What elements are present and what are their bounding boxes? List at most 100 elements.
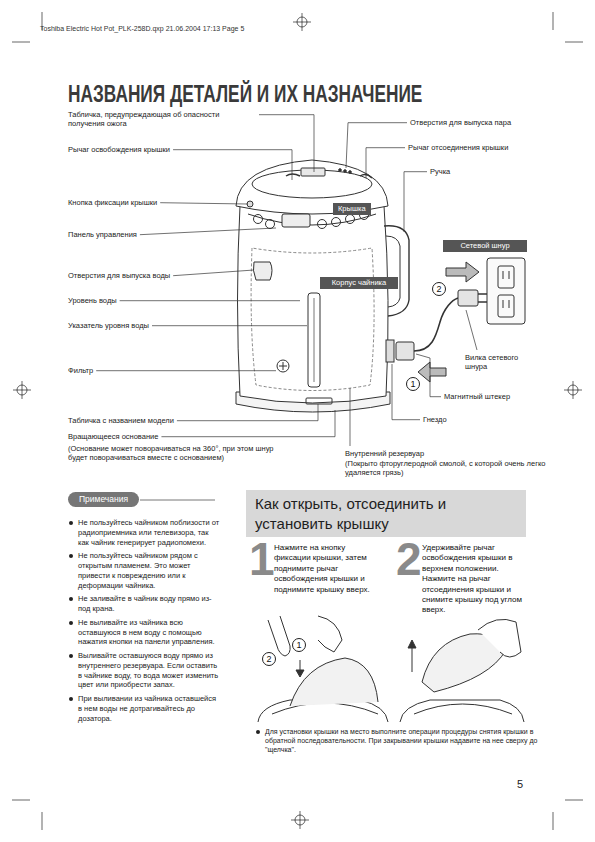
notes-column: Не пользуйтесь чайником поблизости от ра…: [68, 518, 220, 727]
part-tag: Корпус чайника: [320, 277, 398, 289]
leader-line: [160, 203, 248, 204]
step-number: 2: [396, 536, 422, 582]
part-label-item: Вращающееся основание: [68, 432, 158, 441]
callout-number: 2: [432, 282, 446, 296]
leader-line: [161, 410, 335, 437]
part-label: Кнопка фиксации крышки: [68, 198, 157, 207]
rule-line: [140, 500, 215, 501]
section-pill-text: Примечания: [79, 494, 128, 505]
leader-line: [96, 370, 276, 371]
part-label: Рычаг отсоединения крышки: [408, 143, 508, 152]
part-label-item: Вилка сетевого шнура: [465, 353, 527, 372]
leader-line: [120, 300, 300, 301]
bullet-dot: [69, 697, 73, 701]
part-label: Уровень воды: [68, 296, 117, 305]
step-text-item: Нажмите на кнопку фиксации крышки, затем…: [274, 543, 378, 595]
part-label: Гнездо: [423, 415, 447, 424]
page-number-item: 5: [517, 778, 523, 792]
part-label-item: Отверстия для выпуска пара: [410, 118, 511, 127]
part-label-item: Панель управления: [68, 230, 137, 239]
leader-line: [346, 123, 407, 168]
bullet-dot: [69, 621, 73, 625]
part-tag-text: Сетевой шнур: [448, 241, 522, 251]
part-label-item: Табличка, предупреждающая об опасности п…: [68, 110, 256, 129]
part-label-item: Указатель уровня воды: [68, 321, 149, 330]
bullet-dot: [69, 597, 73, 601]
part-note-item: (Покрыто фторуглеродной смолой, с которо…: [345, 459, 550, 478]
part-label: Вилка сетевого шнура: [465, 353, 527, 372]
leader-line: [173, 150, 292, 180]
part-label: Указатель уровня воды: [68, 321, 149, 330]
part-label: Ручка: [430, 167, 450, 176]
file-slug-item: Toshiba Electric Hot Pot_PLK-258D.qxp 21…: [40, 25, 244, 34]
callout-number: 1: [292, 638, 306, 652]
part-note: (Основание может поворачиваться на 360°,…: [68, 444, 283, 463]
part-label: Магнитный штекер: [444, 392, 510, 401]
step-text-item: Удерживайте рычаг освобождения крышки в …: [422, 543, 530, 616]
bullet-dot: [256, 730, 260, 734]
registration-marks: [12, 12, 583, 830]
callout-number: 1: [406, 377, 420, 391]
leader-line: [152, 325, 307, 326]
part-tag: Сетевой шнур: [443, 240, 527, 252]
leader-line: [173, 270, 254, 276]
part-label-item: Магнитный штекер: [444, 392, 510, 401]
file-slug: Toshiba Electric Hot Pot_PLK-258D.qxp 21…: [40, 25, 244, 34]
part-note-item: (Основание может поворачиваться на 360°,…: [68, 444, 283, 463]
part-label-item: Фильтр: [68, 366, 93, 375]
part-label: Отверстия для выпуска воды: [68, 271, 170, 280]
callout-number: 2: [262, 652, 276, 666]
leader-line: [177, 404, 318, 421]
part-label-item: Рычаг отсоединения крышки: [408, 143, 508, 152]
part-label-item: Рычаг освобождения крышки: [68, 145, 170, 154]
bullet-dot: [69, 521, 73, 525]
caution-note-item: Не пользуйтесь чайником рядом с открытым…: [68, 551, 220, 590]
lid-opening-figure: [258, 616, 388, 722]
part-label-item: Кнопка фиксации крышки: [68, 198, 157, 207]
leader-line: [350, 388, 351, 446]
assembly-note-item: Для установки крышки на место выполните …: [255, 727, 540, 754]
step-number-item: 2: [396, 536, 422, 582]
part-label: Панель управления: [68, 230, 137, 239]
page-number: 5: [517, 778, 523, 792]
callout-number-text: 1: [296, 641, 301, 650]
part-label-item: Гнездо: [423, 415, 447, 424]
bullet-dot: [69, 554, 73, 558]
part-label: Фильтр: [68, 366, 93, 375]
part-label-item: Уровень воды: [68, 296, 117, 305]
hot-pot-drawing: [236, 160, 525, 412]
caution-note-item: Не пользуйтесь чайником поблизости от ра…: [68, 518, 220, 547]
bullet-dot: [69, 654, 73, 658]
leader-line: [416, 354, 441, 397]
part-tag-text: Корпус чайника: [325, 278, 393, 288]
part-tag-text: Крышка: [338, 204, 366, 214]
caution-note: Не пользуйтесь чайником поблизости от ра…: [78, 518, 220, 547]
part-label: Рычаг освобождения крышки: [68, 145, 170, 154]
callout-number-text: 2: [436, 285, 441, 294]
part-label-item: Внутренний резервуар: [345, 449, 424, 458]
part-label: Табличка с названием модели: [68, 416, 174, 425]
caution-note: Не выливайте из чайника всю оставшуюся в…: [78, 618, 220, 647]
part-note: (Покрыто фторуглеродной смолой, с которо…: [345, 459, 550, 478]
leader-line: [404, 172, 427, 232]
caution-note-item: При выливании из чайника оставшейся в не…: [68, 694, 220, 723]
part-label-item: Табличка с названием модели: [68, 416, 174, 425]
section-pill: Примечания: [68, 492, 139, 507]
caution-note: Не пользуйтесь чайником рядом с открытым…: [78, 551, 220, 590]
leader-line: [392, 364, 420, 420]
step-number: 1: [249, 536, 275, 582]
leader-line: [466, 310, 477, 350]
part-label: Отверстия для выпуска пара: [410, 118, 511, 127]
callout-number-text: 1: [410, 380, 415, 389]
part-label: Внутренний резервуар: [345, 449, 424, 458]
caution-note: Выливайте оставшуюся воду прямо из внутр…: [78, 651, 220, 690]
leader-lines: [96, 115, 477, 446]
part-label-item: Отверстия для выпуска воды: [68, 271, 170, 280]
section-heading-text: Как открыть, отсоединить и установить кр…: [255, 494, 517, 533]
caution-note-item: Не выливайте из чайника всю оставшуюся в…: [68, 618, 220, 647]
lid-removal-figure: [400, 619, 524, 722]
leader-line: [140, 228, 276, 235]
leader-line: [366, 148, 405, 178]
leader-line: [259, 115, 314, 172]
